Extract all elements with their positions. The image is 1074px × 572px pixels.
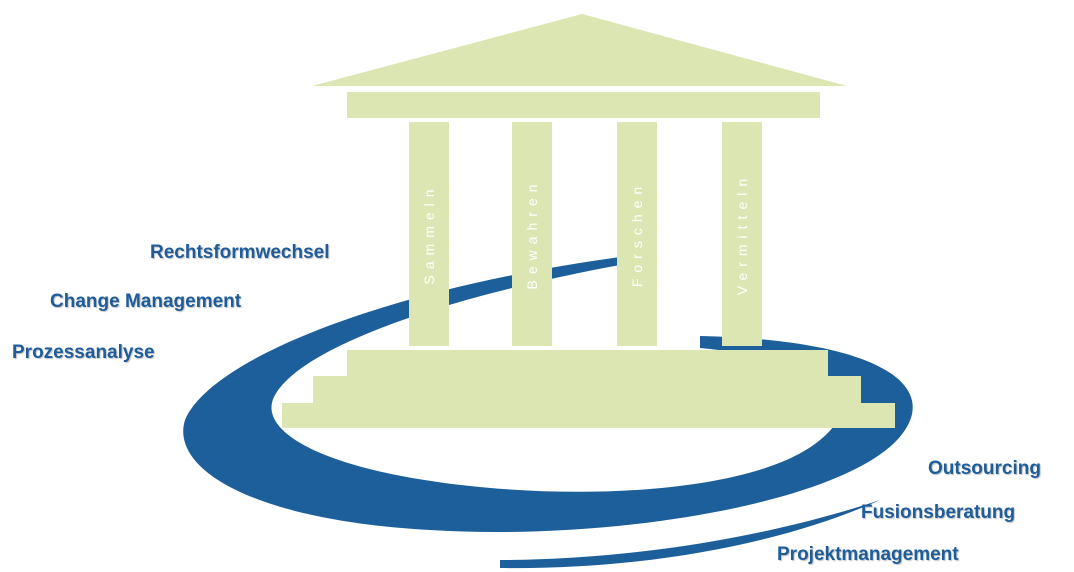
pillar-label: Sammeln [421, 183, 437, 284]
service-label-projektmanagement: Projektmanagement [777, 544, 959, 565]
temple-step-top [347, 350, 828, 377]
pillar-label: Forschen [629, 181, 645, 287]
service-label-prozessanalyse: Prozessanalyse [12, 342, 155, 363]
pillar-label: Vermitteln [734, 173, 750, 295]
service-label-rechtsformwechsel: Rechtsformwechsel [150, 242, 330, 263]
pillar-forschen: Forschen [617, 122, 657, 346]
swoosh-tail [500, 500, 880, 569]
temple-roof [312, 14, 847, 86]
pillar-label: Bewahren [524, 178, 540, 289]
temple-beam [347, 92, 820, 118]
pillar-sammeln: Sammeln [409, 122, 449, 346]
swoosh-ring [183, 257, 913, 533]
temple-step-middle [313, 376, 861, 404]
pillar-bewahren: Bewahren [512, 122, 552, 346]
pillar-vermitteln: Vermitteln [722, 122, 762, 346]
service-label-change-management: Change Management [50, 291, 242, 312]
service-label-fusionsberatung: Fusionsberatung [861, 502, 1016, 523]
temple-step-bottom [282, 403, 895, 428]
service-label-outsourcing: Outsourcing [928, 458, 1041, 479]
